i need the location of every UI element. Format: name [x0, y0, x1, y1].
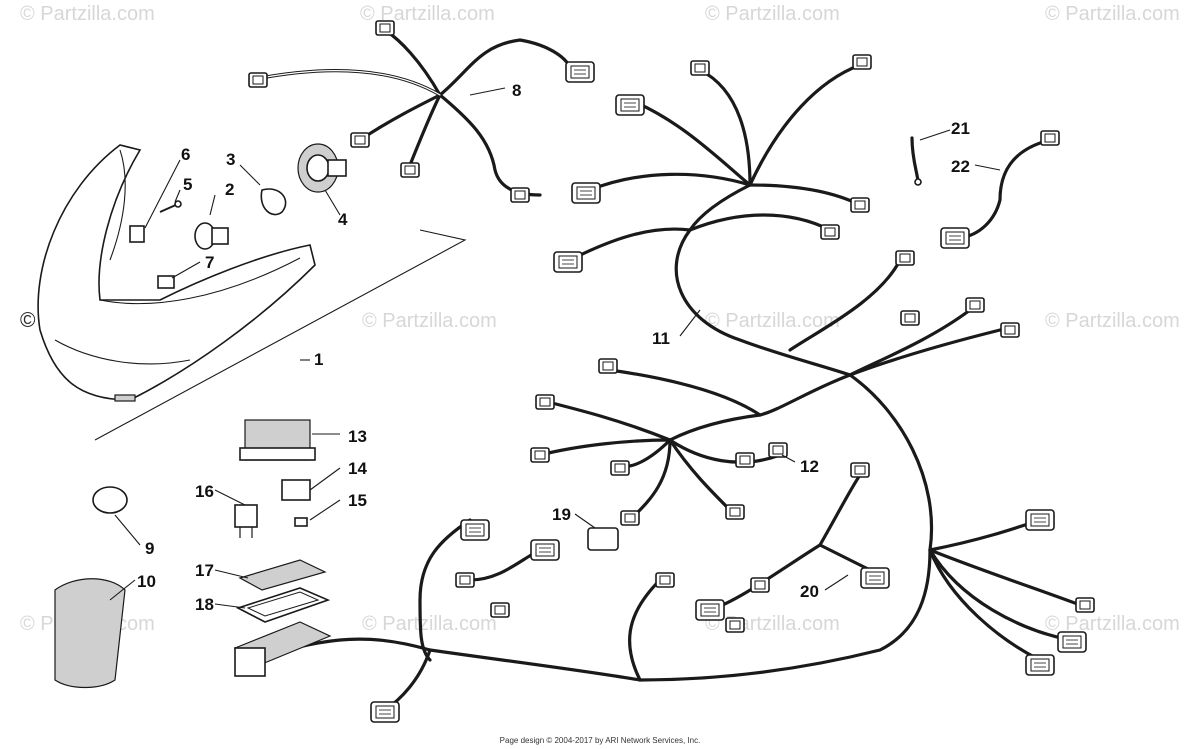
callout-5: 5: [183, 175, 192, 194]
watermark: © Partzilla.com: [705, 310, 840, 332]
bulb-retainer-ring[interactable]: [260, 188, 287, 216]
callout-13: 13: [348, 427, 367, 446]
callout-16: 16: [195, 482, 214, 501]
callout-8: 8: [512, 81, 521, 100]
watermark: © Partzilla.com: [1045, 613, 1180, 635]
label-17[interactable]: [238, 559, 327, 591]
callout-3: 3: [226, 150, 235, 169]
callout-21: 21: [951, 119, 970, 138]
callout-1: 1: [314, 350, 323, 369]
callout-15: 15: [348, 491, 367, 510]
callout-6: 6: [181, 145, 190, 164]
relay-16[interactable]: [234, 504, 258, 538]
screw[interactable]: [159, 200, 182, 213]
watermark: © Partzilla.com: [360, 3, 495, 25]
harness-upper-left[interactable]: [248, 20, 595, 203]
callout-4: 4: [338, 210, 348, 229]
gasket-18[interactable]: [235, 587, 331, 623]
harness-main[interactable]: [553, 54, 1020, 552]
callout-22: 22: [951, 157, 970, 176]
callout-7: 7: [205, 253, 214, 272]
callout-12: 12: [800, 457, 819, 476]
callout-9: 9: [145, 539, 154, 558]
watermark: © Partzilla.com: [20, 3, 155, 25]
clip-21[interactable]: [910, 136, 922, 186]
clamp-9[interactable]: [92, 486, 128, 514]
relay-13[interactable]: [239, 419, 316, 461]
watermark: © Partzilla.com: [1045, 3, 1180, 25]
leader-lines: [109, 87, 1001, 609]
harness-lower[interactable]: [248, 462, 1095, 723]
fuse-block[interactable]: [233, 621, 332, 677]
fuse-15[interactable]: [294, 517, 308, 527]
callout-2: 2: [225, 180, 234, 199]
callout-14: 14: [348, 459, 367, 478]
clip[interactable]: [129, 225, 145, 243]
callout-17: 17: [195, 561, 214, 580]
sleeve-10[interactable]: [54, 578, 126, 689]
callout-20: 20: [800, 582, 819, 601]
headlight-bulb[interactable]: [194, 222, 229, 250]
callout-19: 19: [552, 505, 571, 524]
watermark: © Partzilla.com: [1045, 310, 1180, 332]
relay-14[interactable]: [281, 479, 311, 501]
harness-sub-12[interactable]: [530, 394, 788, 526]
callout-11: 11: [652, 329, 670, 348]
harness-22[interactable]: [940, 130, 1060, 249]
watermark: © Partzilla.com: [362, 310, 497, 332]
page-footer: Page design © 2004-2017 by ARI Network S…: [499, 736, 701, 745]
callout-labels: 1 2 3 4 5 6 7 8 9 10 11 12 13 14 15 16 1…: [137, 81, 970, 614]
connector-19[interactable]: [587, 527, 619, 551]
headlight-assembly[interactable]: [37, 144, 467, 441]
watermark: © Partzilla.com: [705, 3, 840, 25]
callout-18: 18: [195, 595, 214, 614]
headlight-boot[interactable]: [297, 143, 347, 193]
clip-nut[interactable]: [157, 275, 175, 289]
callout-10: 10: [137, 572, 156, 591]
watermark: © Partzilla.com: [362, 613, 497, 635]
